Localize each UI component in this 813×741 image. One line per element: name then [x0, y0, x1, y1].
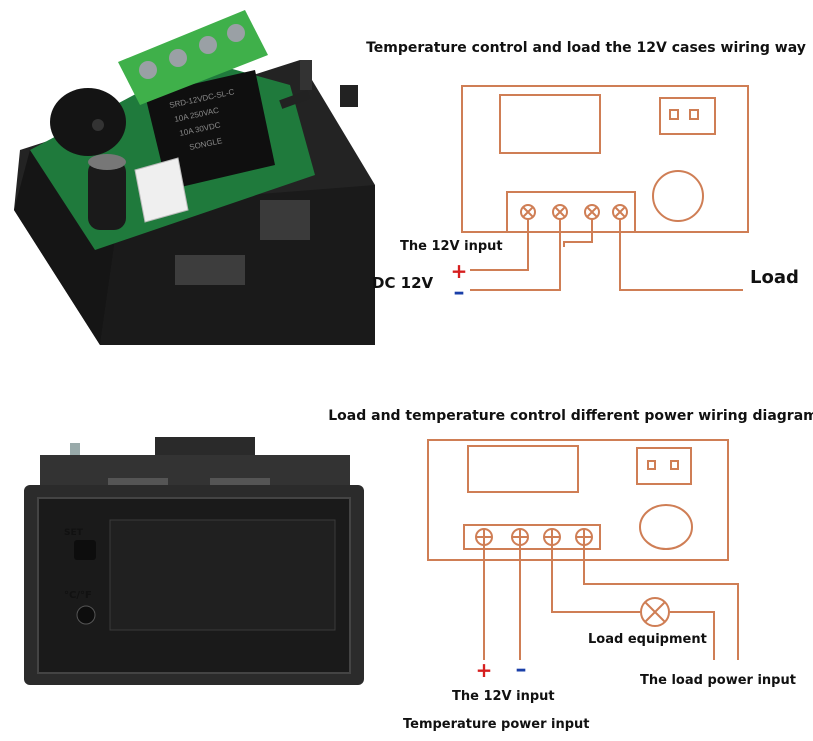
load-equipment-label: Load equipment — [588, 632, 707, 647]
terminal-screw — [227, 24, 245, 42]
wire-load-equipment-out — [670, 611, 715, 660]
wire-load — [619, 219, 743, 291]
housing-rail — [175, 255, 245, 285]
terminal-strip — [463, 524, 601, 550]
terminal-screw — [139, 61, 157, 79]
terminal-screw-icon — [543, 528, 561, 546]
unit-button-label: °C/°F — [64, 590, 92, 601]
capacitor-top — [88, 154, 126, 170]
set-button[interactable] — [74, 540, 96, 560]
top-wiring-diagram: Temperature control and load the 12V cas… — [366, 40, 806, 305]
terminal-screw-icon — [511, 528, 529, 546]
plus-symbol: + — [451, 259, 468, 283]
wire-negative — [470, 219, 561, 291]
wire-load-equipment — [551, 545, 640, 613]
button-pin — [669, 109, 679, 120]
button-pin — [647, 460, 656, 470]
top-diagram-title: Temperature control and load the 12V cas… — [366, 40, 806, 56]
plus-symbol: + — [476, 658, 493, 682]
input-label: The 12V input — [400, 239, 503, 254]
wire-positive — [470, 219, 529, 271]
load-label: Load — [750, 267, 799, 288]
terminal-screw-icon — [575, 528, 593, 546]
display-outline — [499, 94, 601, 154]
knob-outline — [639, 504, 693, 550]
housing-rail — [260, 200, 310, 240]
unit-button[interactable] — [76, 605, 96, 625]
lamp-icon — [640, 597, 670, 627]
terminal-screw-icon — [552, 204, 568, 220]
module-rear-photo: SRD-12VDC-SL-C 10A 250VAC 10A 30VDC SONG… — [14, 10, 375, 345]
display-window — [109, 519, 336, 631]
terminal-screw-icon — [612, 204, 628, 220]
set-button-label: SET — [64, 528, 84, 538]
wire-bridge — [563, 219, 593, 247]
module-outline — [461, 85, 749, 233]
terminal-screw — [199, 36, 217, 54]
minus-symbol: – — [454, 280, 465, 305]
minus-symbol: – — [516, 657, 527, 682]
wire-load-power — [583, 545, 739, 660]
module-outline — [427, 439, 729, 561]
bottom-diagram-title: Load and temperature control different p… — [328, 408, 813, 424]
temperature-power-label: Temperature power input — [403, 717, 590, 732]
capacitor — [88, 160, 126, 230]
button-cap — [340, 85, 358, 107]
diode — [279, 90, 311, 109]
tactile-switch — [300, 60, 312, 90]
dc-label: DC 12V — [372, 274, 434, 292]
terminal-screw — [169, 49, 187, 67]
load-power-label: The load power input — [640, 673, 796, 688]
bottom-wiring-diagram: Load and temperature control different p… — [328, 408, 813, 732]
terminal-screw-icon — [584, 204, 600, 220]
terminal-strip — [506, 191, 636, 233]
display-outline — [467, 445, 579, 493]
white-connector — [134, 157, 189, 223]
housing-top — [40, 455, 350, 490]
probe-stub — [70, 443, 80, 463]
buzzer — [50, 88, 126, 156]
buzzer-hole — [92, 119, 104, 131]
button-pin — [670, 460, 679, 470]
knob-outline — [652, 170, 704, 222]
terminal-screw-icon — [475, 528, 493, 546]
button-outline — [659, 97, 716, 135]
terminal-screw-icon — [520, 204, 536, 220]
input-label: The 12V input — [452, 689, 555, 704]
button-outline — [636, 447, 692, 485]
module-front-photo: SET °C/°F — [24, 437, 364, 685]
button-pin — [689, 109, 699, 120]
